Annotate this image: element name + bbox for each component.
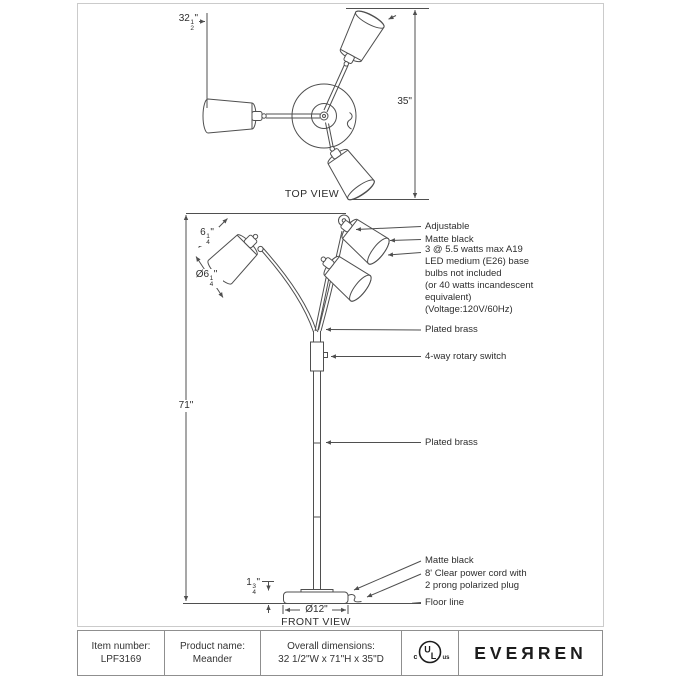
product-name-value: Meander (192, 654, 233, 665)
annotation-plated-brass-pole: Plated brass (425, 436, 478, 448)
annotation-rotary-switch: 4-way rotary switch (425, 350, 507, 362)
base (283, 591, 349, 604)
leader-lines (325, 226, 422, 604)
dim-front-height-label: 71" (170, 400, 202, 412)
product-name-label: Product name: (179, 641, 246, 652)
brand-cell: EVEЯREN (459, 631, 602, 675)
spec-table: Item number: LPF3169 Product name: Meand… (77, 630, 603, 676)
overall-dimensions-cell: Overall dimensions: 32 1/2"W x 71"H x 35… (261, 631, 402, 675)
cord-squiggle-top (346, 112, 353, 130)
drawing-frame (77, 3, 604, 627)
item-number-cell: Item number: LPF3169 (78, 631, 165, 675)
shade-top-left (202, 98, 267, 134)
annotation-bulb-spec: 3 @ 5.5 watts max A19 LED medium (E26) b… (425, 244, 534, 315)
certification-cell: c U L us (402, 631, 459, 675)
top-view-drawing (202, 10, 385, 201)
item-number-value: LPF3169 (100, 654, 142, 665)
annotation-plated-brass-arms: Plated brass (425, 324, 478, 335)
overall-dimensions-value: 32 1/2"W x 71"H x 35"D (278, 654, 384, 665)
annotation-matte-black-base: Matte black (425, 555, 474, 566)
annotation-adjustable: Adjustable (425, 220, 470, 232)
annotation-power-cord: 8' Clear power cord with 2 prong polariz… (425, 568, 527, 591)
overall-dimensions-label: Overall dimensions: (287, 641, 375, 652)
dim-top-depth-label: 35" (397, 96, 412, 107)
front-view-title: FRONT VIEW (281, 616, 351, 628)
shade-front-upper (340, 218, 390, 265)
product-name-cell: Product name: Meander (165, 631, 261, 675)
rotary-switch-housing (310, 341, 324, 372)
dim-base-diameter-label: Ø12" (301, 604, 332, 616)
svg-text:U: U (424, 645, 431, 655)
svg-text:L: L (431, 651, 437, 661)
shade-front-middle (320, 255, 372, 302)
shade-top-lower-right (327, 146, 375, 201)
brand-logo: EVEЯREN (474, 642, 587, 663)
top-view-dimension-lines (199, 8, 429, 200)
top-view-title: TOP VIEW (284, 188, 340, 200)
power-cord (347, 594, 362, 603)
rotary-switch-knob (323, 352, 328, 358)
cul-certification-icon: c U L us (414, 640, 450, 664)
shade-top-upper-right (339, 10, 385, 67)
item-number-label: Item number: (91, 641, 151, 652)
pole (310, 331, 328, 592)
annotation-floor-line: Floor line (425, 596, 465, 608)
svg-text:us: us (442, 655, 450, 661)
annotation-matte-black-shade: Matte black (425, 233, 474, 245)
svg-text:c: c (414, 654, 418, 661)
